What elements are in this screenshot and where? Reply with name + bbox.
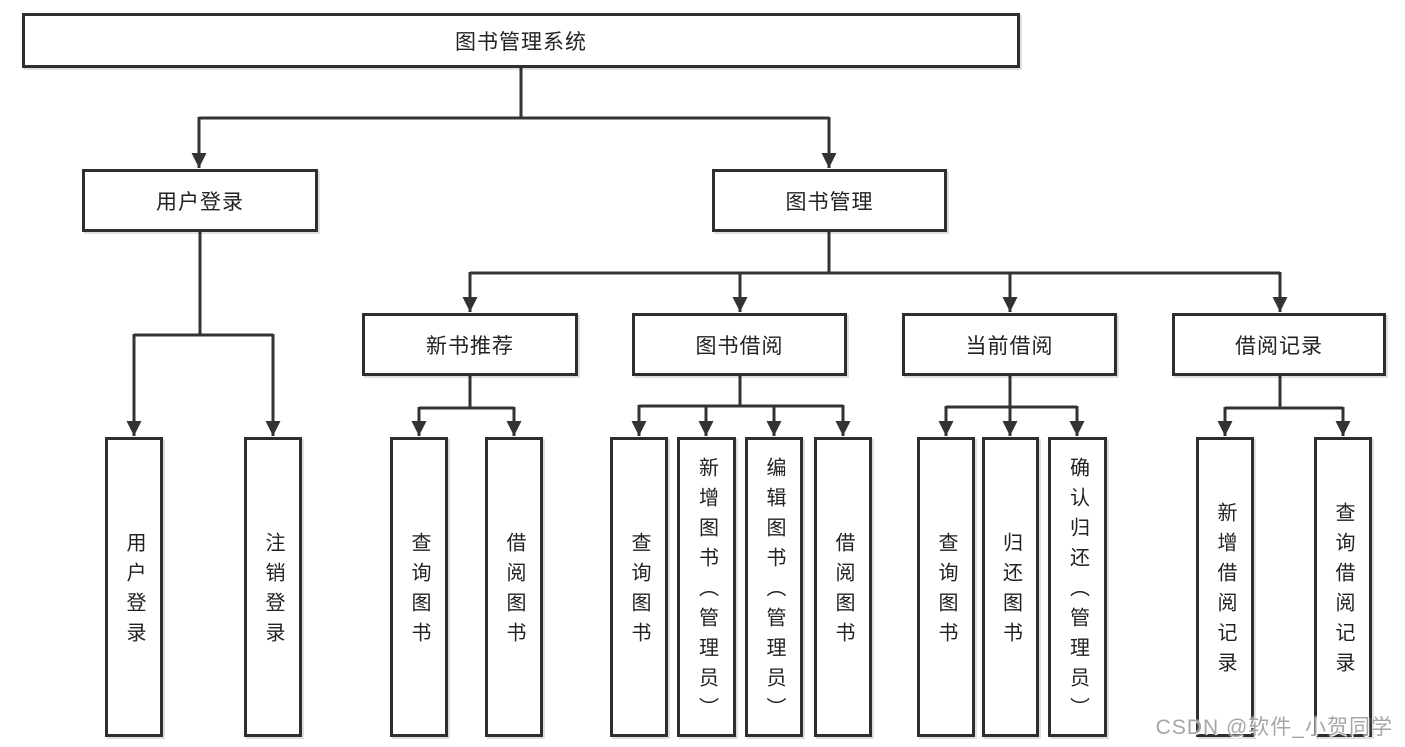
- leaf-confirm-return-admin: 确认归还（管理员）: [1048, 437, 1107, 737]
- leaf-borrow-books: 借阅图书: [814, 437, 872, 737]
- leaf-query-books-recommend: 查询图书: [390, 437, 448, 737]
- leaf-return-book: 归还图书: [982, 437, 1039, 737]
- node-user-login-branch: 用户登录: [82, 169, 318, 232]
- node-label: 查询图书: [628, 532, 650, 652]
- leaf-borrow-books-recommend: 借阅图书: [485, 437, 543, 737]
- node-label: 图书管理系统: [455, 30, 587, 54]
- leaf-user-login: 用户登录: [105, 437, 163, 737]
- node-label: 确认归还（管理员）: [1066, 457, 1089, 727]
- leaf-logout: 注销登录: [244, 437, 302, 737]
- node-label: 新增借阅记录: [1214, 502, 1236, 682]
- node-current-borrowing: 当前借阅: [902, 313, 1117, 376]
- node-borrowing-records: 借阅记录: [1172, 313, 1386, 376]
- leaf-edit-book-admin: 编辑图书（管理员）: [745, 437, 803, 737]
- node-label: 编辑图书（管理员）: [763, 457, 785, 727]
- node-book-borrowing: 图书借阅: [632, 313, 847, 376]
- node-label: 查询借阅记录: [1332, 502, 1354, 682]
- node-label: 图书管理: [785, 190, 874, 214]
- node-label: 借阅图书: [832, 532, 854, 652]
- node-book-management: 图书管理: [712, 169, 947, 232]
- node-label: 新增图书（管理员）: [695, 457, 718, 727]
- node-label: 当前借阅: [965, 334, 1054, 358]
- csdn-watermark: CSDN @软件_小贺同学: [1155, 716, 1393, 739]
- node-label: 用户登录: [123, 532, 145, 652]
- node-label: 新书推荐: [426, 334, 514, 358]
- node-new-book-recommendation: 新书推荐: [362, 313, 578, 376]
- node-label: 借阅图书: [503, 532, 525, 652]
- leaf-query-books-current: 查询图书: [917, 437, 975, 737]
- node-label: 注销登录: [262, 532, 284, 652]
- node-label: 归还图书: [999, 532, 1022, 652]
- node-label: 图书借阅: [695, 334, 784, 358]
- leaf-add-borrow-record: 新增借阅记录: [1196, 437, 1254, 737]
- node-label: 查询图书: [408, 532, 430, 652]
- leaf-query-borrow-record: 查询借阅记录: [1314, 437, 1372, 737]
- node-library-management-system: 图书管理系统: [22, 13, 1020, 68]
- node-label: 借阅记录: [1235, 334, 1323, 358]
- leaf-query-books-borrowing: 查询图书: [610, 437, 668, 737]
- node-label: 用户登录: [156, 190, 244, 214]
- leaf-add-book-admin: 新增图书（管理员）: [677, 437, 736, 737]
- node-label: 查询图书: [935, 532, 957, 652]
